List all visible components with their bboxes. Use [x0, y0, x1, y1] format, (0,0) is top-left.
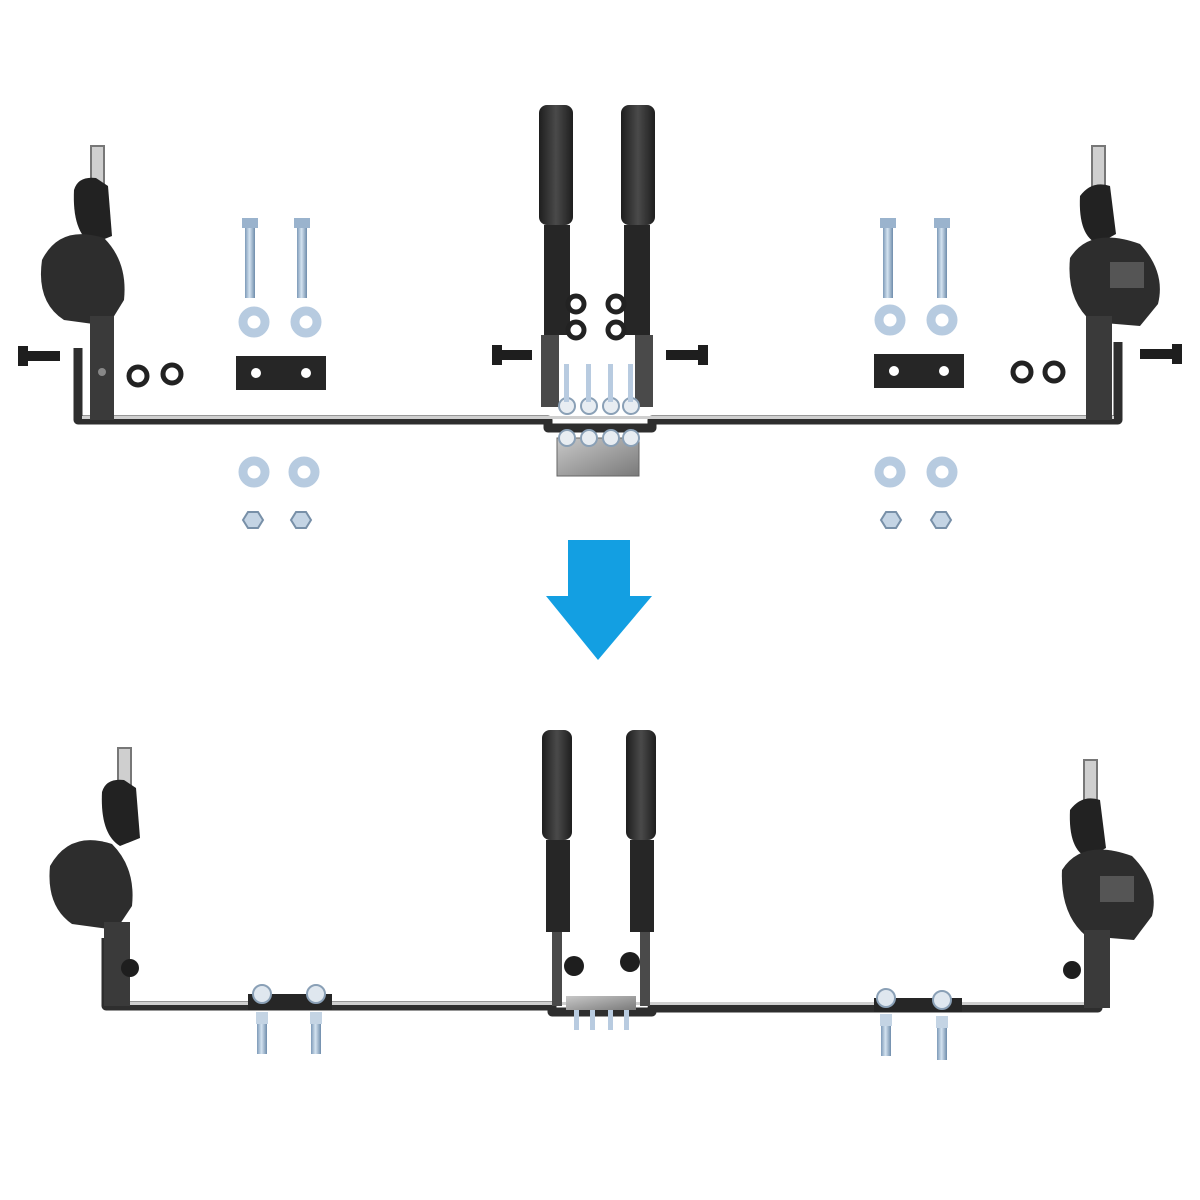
clamp-assembly-left: [248, 984, 332, 1054]
buckle-nuts: [565, 293, 627, 341]
retractor-housing: [40, 234, 125, 326]
retractor-buckle: [73, 177, 112, 244]
zinc-nuts: [241, 511, 953, 529]
retractor-buckle: [1079, 184, 1116, 244]
buckle-stalk-left: [539, 105, 573, 225]
zinc-washers-lower: [238, 456, 958, 488]
center-buckles: [539, 105, 655, 407]
clamp-assembly-right: [874, 988, 962, 1060]
right-retractor-assembled: [1061, 759, 1154, 1008]
black-nuts: [126, 360, 1066, 388]
buckle-sleeve-left: [544, 225, 570, 335]
left-retractor-assembled: [49, 747, 140, 1006]
buckle-stalk-right: [621, 105, 655, 225]
zinc-bolts: [242, 218, 950, 298]
retractor-bracket: [1086, 316, 1112, 420]
zinc-washers-upper: [238, 304, 958, 338]
center-buckles-assembled: [542, 730, 656, 1006]
top-panel: [18, 105, 1182, 529]
clamp-plate-left: [236, 356, 326, 390]
clamp-plate-right: [874, 354, 964, 388]
black-bolts: [18, 344, 1182, 366]
center-mount-plate-assembled: [566, 996, 636, 1030]
top-frame-bar: [73, 342, 1123, 433]
right-retractor: [1069, 145, 1160, 420]
left-retractor: [40, 145, 125, 420]
retractor-label: [1110, 262, 1144, 288]
buckle-sleeve-right: [624, 225, 650, 335]
arrow-down-icon: [546, 540, 652, 660]
bottom-panel: [49, 730, 1154, 1060]
center-mount-plate: [556, 364, 640, 477]
